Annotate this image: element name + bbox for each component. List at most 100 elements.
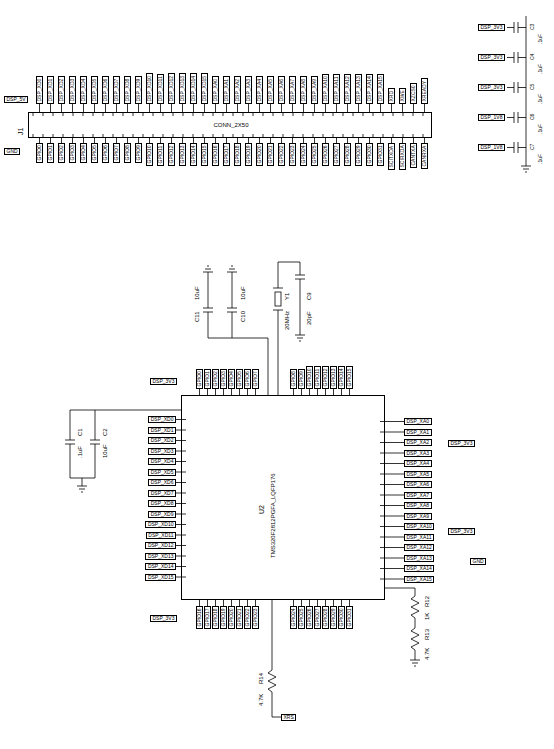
pin-wire [385, 432, 404, 433]
net-label: DSP_1V8 [478, 144, 505, 151]
pin-wire [314, 104, 315, 112]
ref-designator: C4 [530, 54, 535, 60]
pin-wire [507, 117, 514, 118]
ref-designator: U2 [258, 505, 265, 514]
net-label: GPIO11 [157, 143, 164, 166]
pin-wire [83, 104, 84, 112]
net-label: GPIO6 [102, 143, 109, 163]
net-label: DSP_XD0 [148, 416, 176, 423]
net-label: GPIO25 [298, 606, 305, 629]
net-label: GPIO16 [212, 143, 219, 166]
net-label: DSP_XA0 [212, 76, 219, 104]
pin-wire [385, 453, 404, 454]
part-label: 10uF [240, 286, 246, 300]
net-label: GPIO20 [228, 606, 235, 629]
pin-wire [507, 57, 514, 58]
net-label: DSP_XD1 [47, 76, 54, 104]
net-label: GPIO7 [113, 143, 120, 163]
pin-wire [385, 495, 404, 496]
net-label: DSP_XD12 [168, 73, 175, 104]
net-label: GPIO0 [36, 143, 43, 163]
pin-wire [514, 142, 515, 153]
pin-wire [160, 138, 161, 143]
resistor-symbol [385, 588, 420, 666]
net-label: DSP_XD10 [146, 73, 153, 104]
pin-wire [160, 104, 161, 112]
net-label: DSP_3V3 [478, 84, 505, 91]
net-label: GPIO1 [47, 143, 54, 163]
net-label: GPIO9 [135, 143, 142, 163]
net-label: GPIO13 [330, 366, 337, 389]
net-label: DSP_XA15 [404, 576, 434, 583]
pin-wire [248, 104, 249, 112]
pin-wire [385, 474, 404, 475]
part-label: .1uF [77, 446, 83, 458]
net-label: DSP_XD11 [146, 532, 176, 539]
net-label: DSP_XA4 [256, 76, 263, 104]
pin-wire [281, 104, 282, 112]
net-label: DSP_XD2 [148, 437, 176, 444]
net-label: DSP_3V3 [448, 440, 475, 447]
part-name: CONN_2X50 [214, 122, 249, 128]
part-label: R12 [424, 596, 430, 607]
net-label: DSP_XA9 [404, 513, 432, 520]
pin-wire [358, 104, 359, 112]
net-label: GPIO3 [220, 369, 227, 389]
net-label: DSP_XA7 [289, 76, 296, 104]
pin-wire [413, 104, 414, 112]
net-label: DSP_XD15 [145, 574, 176, 581]
net-label: GPIO2 [58, 143, 65, 163]
net-label: DSP_XA2 [234, 76, 241, 104]
pin-wire [385, 463, 404, 464]
net-label: GPIO21 [236, 606, 243, 629]
crystal-symbol [275, 292, 281, 306]
pin-wire [127, 104, 128, 112]
pin-wire [402, 104, 403, 112]
part-value: .1uF [538, 34, 543, 44]
net-label: GPIO22 [244, 606, 251, 629]
pin-wire [347, 104, 348, 112]
net-label: DSP_3V3 [150, 615, 177, 622]
pin-wire [61, 104, 62, 112]
net-label: GPIO22 [278, 143, 285, 166]
net-label: GPIO12 [168, 143, 175, 166]
net-label: DSP_XA10 [404, 523, 434, 530]
pin-wire [259, 104, 260, 112]
net-label: GPIO27 [314, 606, 321, 629]
net-label: DSP_XA11 [404, 534, 434, 541]
net-label: SCITXDA [388, 143, 395, 170]
pin-wire [215, 104, 216, 112]
pin-wire [204, 104, 205, 112]
pin-wire [507, 147, 514, 148]
net-label: DSP_XD11 [157, 74, 164, 104]
net-label: GPIO24 [290, 606, 297, 629]
pin-wire [385, 421, 404, 422]
net-label: GPIO16 [196, 606, 203, 629]
net-label: GPIO17 [204, 606, 211, 629]
ref-designator: C3 [530, 24, 535, 30]
part-label: C11 [194, 311, 200, 322]
net-label: DSP_XD6 [148, 479, 176, 486]
net-label: DSP_XA2 [404, 439, 432, 446]
net-label: DSP_XD7 [148, 490, 176, 497]
part-value: .1uF [538, 94, 543, 104]
net-label: GND [470, 558, 486, 565]
resistor-symbol [268, 600, 281, 717]
pin-wire [385, 442, 404, 443]
net-label: DSP_XA0 [404, 418, 432, 425]
net-label: GPIO28 [322, 606, 329, 629]
net-label: GPIO15 [201, 143, 208, 166]
net-label: XRS [281, 714, 296, 721]
net-label: DSP_3V3 [150, 378, 177, 385]
net-label: GPIO19 [220, 606, 227, 629]
pin-wire [385, 484, 404, 485]
pin-wire [336, 104, 337, 112]
net-label: DSP_XD14 [190, 73, 197, 104]
net-label: DSP_XD3 [69, 76, 76, 104]
net-label: GPIO14 [190, 143, 197, 166]
pin-wire [518, 57, 526, 58]
net-label: GPIO18 [212, 606, 219, 629]
pin-wire [507, 27, 514, 28]
pin-wire [380, 104, 381, 112]
